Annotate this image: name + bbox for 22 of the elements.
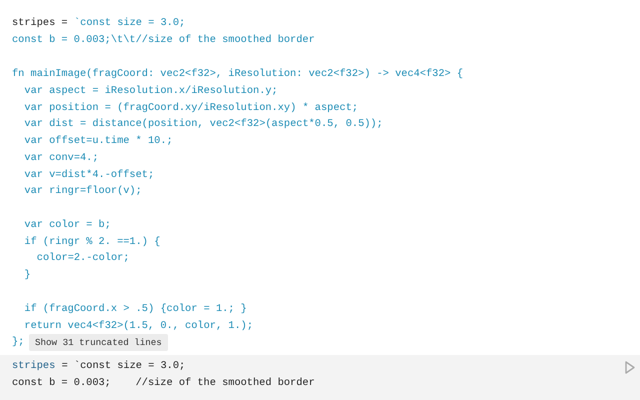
code-text: if (ringr % 2. ==1.) { <box>24 236 160 248</box>
code-text: const b = 0.003; //size of the smoothed border <box>12 376 315 390</box>
code-text: } <box>24 268 31 282</box>
code-text: var v=dist*4.-offset; <box>24 168 154 182</box>
code-text: var dist = distance(position, vec2<f32>(aspect*0.5, 0.5)); <box>24 118 383 130</box>
code-text: stripes = <box>12 16 68 30</box>
show-lines-button: Show 31 truncated lines <box>29 334 168 350</box>
code-text: var color = b; <box>24 218 111 232</box>
code-text: fn mainImage(fragCoord: vec2<f32>, iResolution: vec2<f32>) -> vec4<f32> { <box>12 68 464 80</box>
code-text: stripes <box>12 360 56 372</box>
code-text: const b = 0.003;\t\t//size of the smoothed border <box>12 34 315 46</box>
code-text: = `const size = 3.0; <box>62 360 186 372</box>
code-text: var ringr=floor(v); <box>24 184 142 198</box>
code-text: var conv=4.; <box>24 152 99 164</box>
code-text: var aspect = iResolution.x/iResolution.y; <box>24 84 278 98</box>
code-text: }; <box>12 336 24 348</box>
code-text: `const size = 3.0; <box>74 16 186 30</box>
code-text: return vec4<f32>(1.5, 0., color, 1.); <box>24 320 254 332</box>
code-text: if (fragCoord.x > .5) {color = 1.; } <box>24 302 247 316</box>
code-text: var position = (fragCoord.xy/iResolution.xy) * aspect; <box>24 102 358 114</box>
code-text: color=2.-color; <box>36 252 130 264</box>
code-text: var offset=u.time * 10.; <box>24 134 173 148</box>
